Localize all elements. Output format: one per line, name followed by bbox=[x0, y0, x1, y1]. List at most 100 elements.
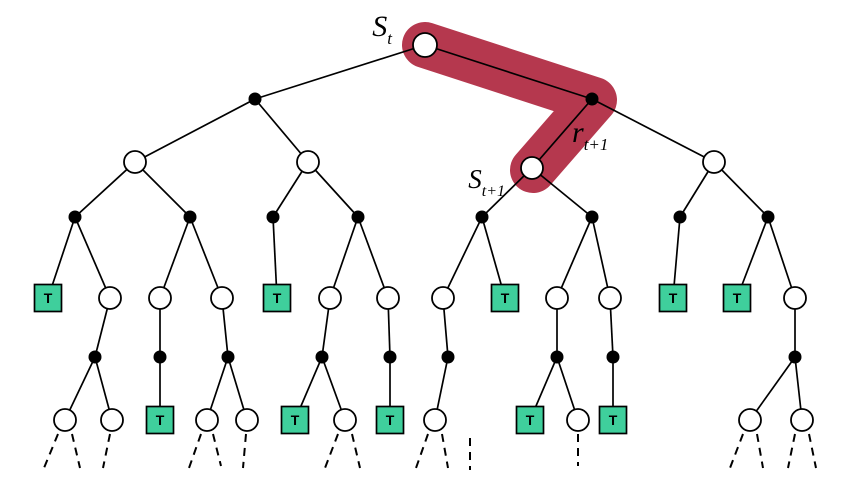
terminal-node-T7 bbox=[280, 405, 310, 435]
state-node-D1 bbox=[98, 286, 122, 310]
terminal-node-T6 bbox=[145, 405, 175, 435]
terminal-node-label: T bbox=[291, 412, 300, 428]
continuation-dash-edge bbox=[441, 433, 449, 469]
edge-E9-F8 bbox=[749, 356, 796, 421]
terminal-node-label: T bbox=[273, 290, 282, 306]
label-state-t: St bbox=[372, 10, 393, 48]
state-node-F1 bbox=[53, 408, 77, 432]
terminal-node-T3 bbox=[490, 283, 520, 313]
continuation-dash-edge bbox=[324, 433, 339, 469]
continuation-dash-edge bbox=[188, 433, 202, 469]
state-node-B1 bbox=[123, 150, 147, 174]
state-node-D5 bbox=[376, 286, 400, 310]
terminal-node-T8 bbox=[375, 405, 405, 435]
edge-A2-B3 bbox=[531, 98, 593, 169]
terminal-node-T10 bbox=[598, 405, 628, 435]
action-node-E7 bbox=[550, 350, 564, 364]
action-node-C4 bbox=[351, 210, 365, 224]
state-node-D2 bbox=[148, 286, 172, 310]
terminal-node-label: T bbox=[386, 412, 395, 428]
continuation-dash-edge bbox=[242, 433, 247, 469]
edge-R-A2 bbox=[424, 44, 593, 100]
continuation-dash-edge bbox=[102, 433, 111, 469]
state-node-D4 bbox=[318, 286, 342, 310]
edge-C8-D9 bbox=[767, 216, 796, 299]
edge-R-A1 bbox=[254, 44, 426, 100]
state-node-F3 bbox=[195, 408, 219, 432]
action-node-E4 bbox=[315, 350, 329, 364]
action-node-C6 bbox=[585, 210, 599, 224]
state-node-R bbox=[412, 32, 438, 58]
action-node-A1 bbox=[248, 92, 262, 106]
state-node-F2 bbox=[100, 408, 124, 432]
state-node-D9 bbox=[783, 286, 807, 310]
terminal-node-T2 bbox=[262, 283, 292, 313]
state-node-D7 bbox=[545, 286, 569, 310]
state-node-B3 bbox=[520, 156, 544, 180]
state-node-B4 bbox=[702, 150, 726, 174]
highlight-trajectory bbox=[402, 22, 617, 193]
edge-C2-D3 bbox=[189, 216, 223, 299]
state-node-B2 bbox=[296, 150, 320, 174]
action-node-E1 bbox=[88, 350, 102, 364]
edge-C2-D2 bbox=[159, 216, 191, 299]
terminal-node-label: T bbox=[44, 290, 53, 306]
continuation-dash-edge bbox=[415, 433, 429, 469]
action-node-C5 bbox=[475, 210, 489, 224]
edge-B2-C4 bbox=[307, 161, 359, 218]
state-node-D3 bbox=[210, 286, 234, 310]
terminal-node-T4 bbox=[658, 283, 688, 313]
terminal-node-label: T bbox=[501, 290, 510, 306]
edge-C1-D1 bbox=[74, 216, 111, 299]
edge-A1-B1 bbox=[134, 98, 256, 163]
state-node-F6 bbox=[423, 408, 447, 432]
edge-B4-C8 bbox=[713, 161, 769, 218]
terminal-node-T5 bbox=[722, 283, 752, 313]
terminal-node-label: T bbox=[526, 412, 535, 428]
state-node-F7 bbox=[566, 408, 590, 432]
edge-B1-C1 bbox=[74, 161, 136, 218]
edge-C6-D8 bbox=[591, 216, 611, 299]
terminal-node-T1 bbox=[33, 283, 63, 313]
edge-A1-B2 bbox=[254, 98, 309, 163]
action-node-E3 bbox=[221, 350, 235, 364]
continuation-dash-edge bbox=[808, 433, 817, 469]
continuation-dash-edge bbox=[71, 433, 81, 469]
state-node-F5 bbox=[333, 408, 357, 432]
continuation-dash-edge bbox=[756, 433, 764, 469]
action-node-E9 bbox=[788, 350, 802, 364]
action-node-C8 bbox=[761, 210, 775, 224]
edge-C6-D7 bbox=[556, 216, 593, 299]
action-node-A2 bbox=[585, 92, 599, 106]
state-node-F9 bbox=[790, 408, 814, 432]
edge-C5-D6 bbox=[442, 216, 483, 299]
terminal-node-label: T bbox=[156, 412, 165, 428]
edge-C4-D5 bbox=[357, 216, 389, 299]
state-node-F8 bbox=[738, 408, 762, 432]
action-node-C1 bbox=[68, 210, 82, 224]
edge-B3-C6 bbox=[531, 167, 593, 218]
continuation-dash-edge bbox=[43, 433, 59, 469]
action-node-C7 bbox=[673, 210, 687, 224]
continuation-dash-edge bbox=[729, 433, 744, 469]
continuation-dash-edge bbox=[212, 433, 222, 467]
edge-A2-B4 bbox=[591, 98, 715, 163]
edge-C4-D4 bbox=[329, 216, 359, 299]
continuation-dash-edge bbox=[351, 433, 361, 469]
label-reward-t1: rt+1 bbox=[572, 116, 608, 154]
edge-B1-C2 bbox=[134, 161, 191, 218]
continuation-dash-edge bbox=[787, 433, 796, 469]
terminal-node-label: T bbox=[609, 412, 618, 428]
terminal-node-label: T bbox=[733, 290, 742, 306]
terminal-node-label: T bbox=[669, 290, 678, 306]
label-state-t1: St+1 bbox=[468, 164, 505, 200]
action-node-C2 bbox=[183, 210, 197, 224]
action-node-E6 bbox=[441, 350, 455, 364]
action-node-C3 bbox=[266, 210, 280, 224]
action-node-E2 bbox=[153, 350, 167, 364]
state-node-F4 bbox=[235, 408, 259, 432]
action-node-E5 bbox=[383, 350, 397, 364]
state-node-D6 bbox=[431, 286, 455, 310]
